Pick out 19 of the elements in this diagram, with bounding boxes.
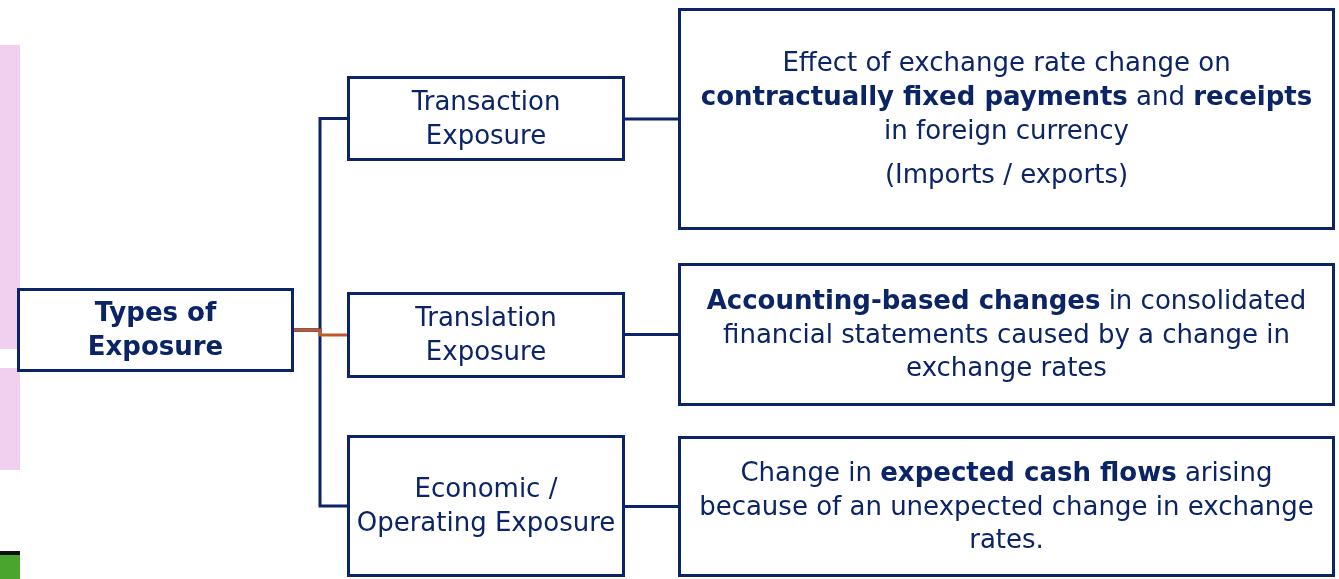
- text-box: [17, 288, 294, 372]
- box-text: Transaction Exposure: [410, 84, 562, 152]
- text-box: [678, 436, 1335, 577]
- text-box: [678, 263, 1335, 406]
- text-box: [678, 8, 1335, 230]
- box-text: Types of Exposure: [86, 296, 225, 363]
- box-text: Change in expected cash flows arising because of an unexpected change in exchange rates.: [698, 455, 1315, 557]
- box-text: Translation Exposure: [414, 301, 558, 368]
- box-text: (Imports / exports): [884, 157, 1129, 191]
- connector-line: [294, 328, 347, 337]
- text-box: [347, 76, 625, 161]
- connector-line: [625, 117, 678, 121]
- text-box: [347, 435, 625, 577]
- text-box: [347, 292, 625, 378]
- box-text: Effect of exchange rate change on contractually fixed payments and receipts in foreign currency: [699, 46, 1314, 147]
- connector-line: [625, 333, 678, 336]
- box-text: Accounting-based changes in consolidated financial statements caused by a change in exchange rates: [705, 283, 1308, 385]
- connector-line: [625, 505, 678, 508]
- box-text: Economic / Operating Exposure: [356, 472, 616, 539]
